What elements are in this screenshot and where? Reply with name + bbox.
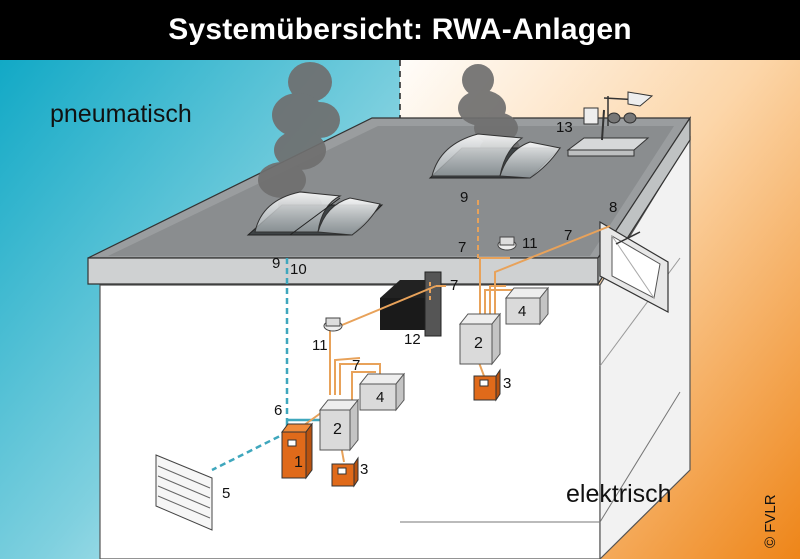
control-unit-right: [458, 312, 502, 366]
copyright-note: © FVLR: [762, 494, 779, 548]
control-unit-left: [318, 398, 360, 452]
smoke-detector-left: [323, 317, 343, 332]
skylight-right: [428, 133, 562, 179]
label-13: 13: [556, 119, 573, 136]
label-5: 5: [222, 485, 230, 502]
label-12: 12: [404, 331, 421, 348]
label-9-right: 9: [460, 189, 468, 206]
label-11-right: 11: [522, 235, 538, 252]
label-6: 6: [274, 402, 282, 419]
label-3-right: 3: [503, 375, 511, 392]
box-4-right: [504, 286, 550, 326]
roof-window: [599, 220, 669, 313]
pneumatic-panel: [281, 422, 313, 480]
label-2-right: 2: [474, 335, 483, 352]
manual-call-point-left: [331, 456, 359, 488]
label-4-left: 4: [376, 389, 384, 406]
page-title: Systemübersicht: RWA-Anlagen: [0, 0, 800, 60]
label-2-left: 2: [333, 421, 342, 438]
room-outline: [400, 391, 681, 523]
label-8: 8: [609, 199, 617, 216]
skylight-left: [246, 191, 384, 236]
label-11-left: 11: [312, 337, 328, 354]
manual-call-point-right: [473, 368, 501, 402]
box-4-left: [358, 372, 406, 412]
smoke-detector-right: [497, 236, 517, 251]
wall-vent: [155, 454, 213, 531]
rwa-system-diagram: 1 2 2 3 3 4 4 5 6 7 7 7 7 8 9 9 10 11 11…: [0, 60, 800, 559]
label-7-b: 7: [450, 277, 458, 294]
label-9-left: 9: [272, 255, 280, 272]
label-7-c: 7: [458, 239, 466, 256]
weather-station: [566, 91, 654, 157]
label-4-right: 4: [518, 303, 526, 320]
label-7-a: 7: [352, 357, 360, 374]
pneumatic-label: pneumatisch: [50, 100, 192, 128]
label-10: 10: [290, 261, 307, 278]
label-1: 1: [294, 454, 303, 471]
electric-label: elektrisch: [566, 480, 672, 508]
label-7-d: 7: [564, 227, 572, 244]
label-3-left: 3: [360, 461, 368, 478]
